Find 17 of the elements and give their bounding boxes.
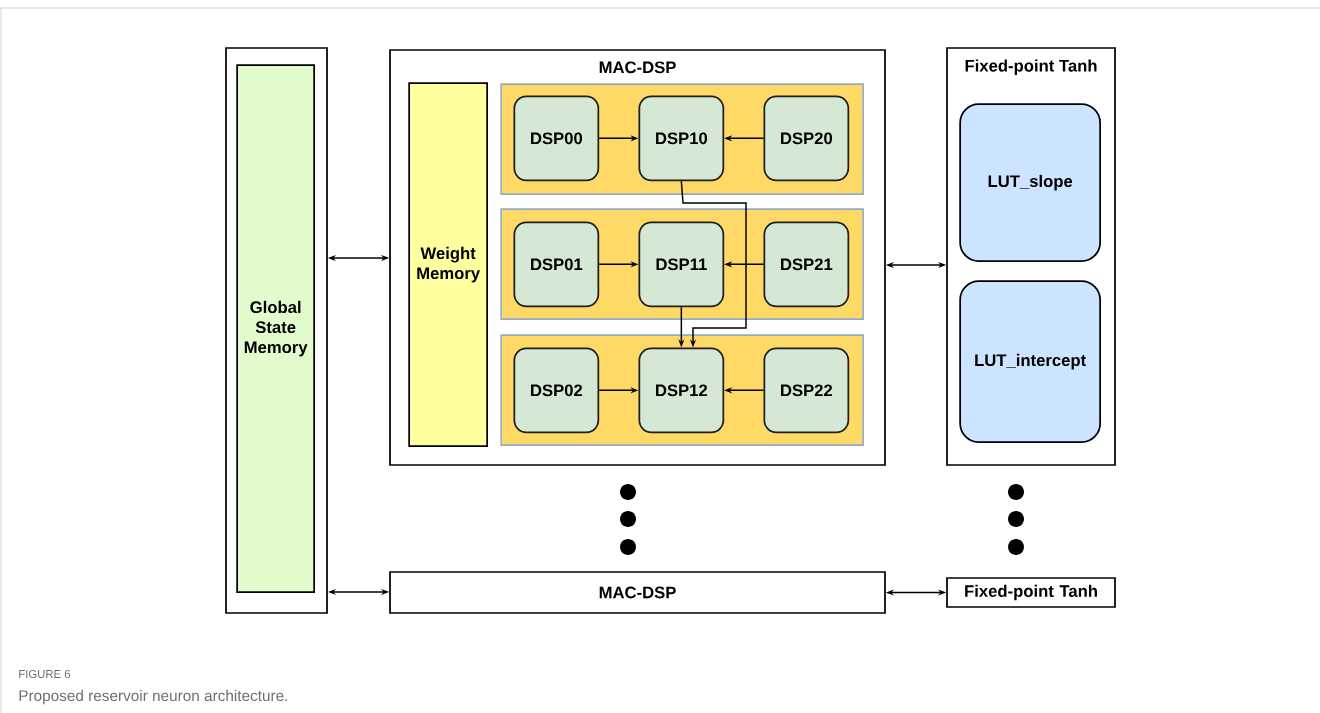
dsp-box: DSP12: [638, 347, 725, 434]
caption: Proposed reservoir neuron architecture.: [19, 689, 287, 705]
lookup-table-box: LUT_slope: [959, 103, 1101, 262]
memory-block: Global State Memory: [236, 64, 315, 593]
dsp-box: DSP00: [513, 95, 600, 182]
dsp-box: DSP21: [763, 221, 850, 308]
dsp-box: DSP11: [638, 221, 725, 308]
dsp-box: DSP22: [763, 347, 850, 434]
module-box: Fixed-point Tanh: [946, 577, 1116, 608]
dsp-box: DSP02: [513, 347, 600, 434]
lookup-table-box: LUT_intercept: [959, 280, 1101, 443]
memory-block: Weight Memory: [408, 82, 488, 447]
module-box: MAC-DSP: [389, 571, 886, 614]
dsp-box: DSP01: [513, 221, 600, 308]
dsp-box: DSP10: [638, 95, 725, 182]
figure-label: FIGURE 6: [19, 670, 71, 678]
dsp-box: DSP20: [763, 95, 850, 182]
